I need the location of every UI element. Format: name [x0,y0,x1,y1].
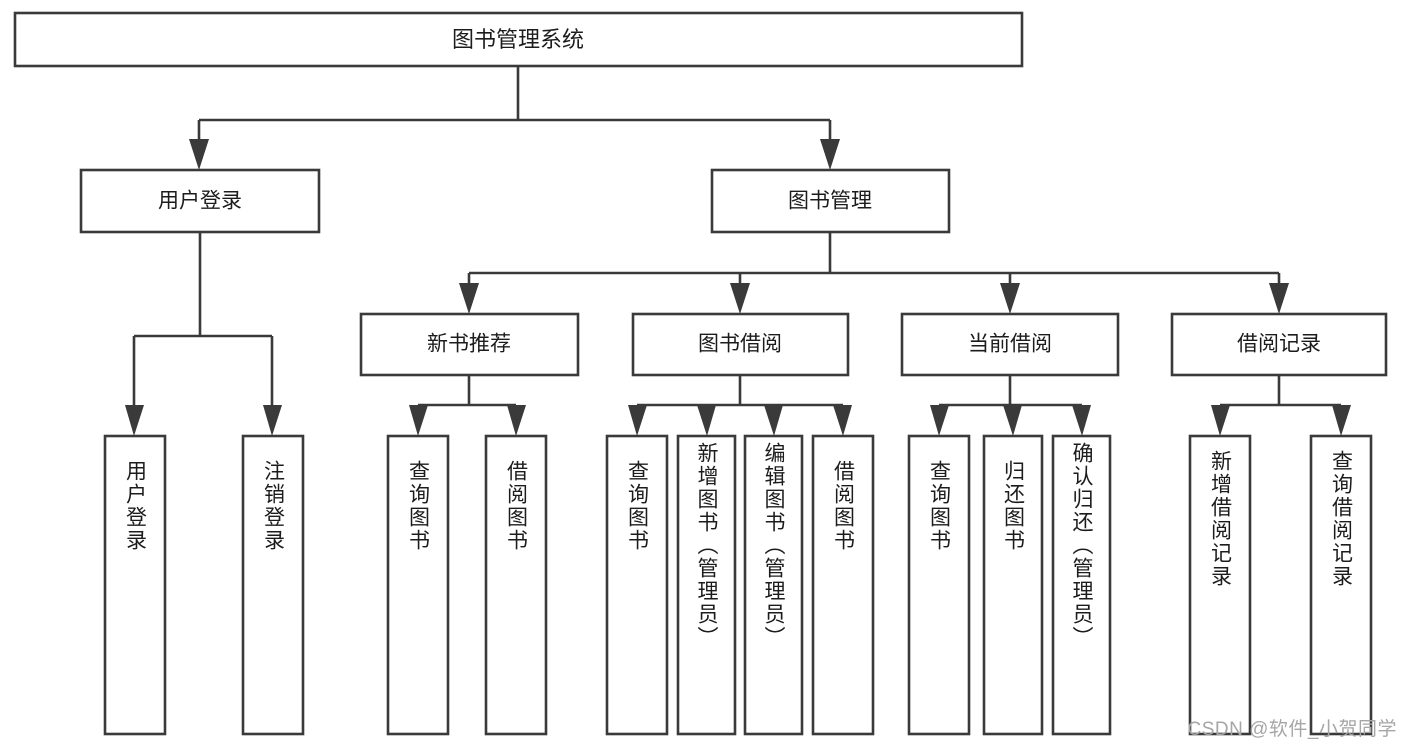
arrow-to-borrow-record [1269,283,1289,314]
node-box-leaf-confirm-return-admin[interactable] [1051,434,1112,736]
node-label-borrow-record: 借阅记录 [1237,333,1321,356]
arrow-to-leaf-user-login [125,405,144,436]
node-box-leaf-add-borrow-record[interactable] [1188,434,1252,736]
arrow-currentborrow-leaf-3 [1072,405,1091,436]
node-box-book-borrow [631,312,850,377]
arrow-to-current-borrow [1000,283,1020,314]
arrow-to-leaf-logout [263,405,282,436]
node-box-leaf-user-login[interactable] [103,434,167,736]
node-label-book-management: 图书管理 [788,190,872,213]
node-box-book-management [710,168,951,234]
node-box-leaf-query-borrow-record[interactable] [1309,434,1373,736]
node-label-book-borrow: 图书借阅 [698,333,782,356]
arrow-bookborrow-leaf-1 [628,405,647,436]
arrow-to-new-book [459,283,479,314]
node-box-leaf-add-book-admin[interactable] [676,434,737,736]
node-book-borrow[interactable]: 图书借阅 [631,312,850,377]
arrow-borrowrecord-leaf-1 [1211,405,1230,436]
node-box-borrow-record [1170,312,1388,377]
arrow-bookborrow-leaf-4 [833,405,852,436]
node-box-leaf-edit-book-admin[interactable] [743,434,804,736]
node-current-borrow[interactable]: 当前借阅 [900,312,1120,377]
arrow-bookborrow-leaf-2 [697,405,716,436]
arrow-borrowrecord-leaf-2 [1332,405,1351,436]
node-box-current-borrow [900,312,1120,377]
node-book-management[interactable]: 图书管理 [710,168,951,234]
arrow-bookborrow-leaf-3 [764,405,783,436]
node-box-leaf-logout[interactable] [241,434,305,736]
node-borrow-record[interactable]: 借阅记录 [1170,312,1388,377]
node-box-leaf-query-book-1[interactable] [386,434,450,736]
arrow-currentborrow-leaf-2 [1003,405,1022,436]
node-box-new-book-recommend [359,312,580,377]
node-box-leaf-borrow-book-2[interactable] [811,434,875,736]
node-root-system[interactable]: 图书管理系统 [13,11,1024,68]
arrow-newbook-leaf-1 [409,405,428,436]
node-label-new-book-recommend: 新书推荐 [427,333,511,356]
arrow-currentborrow-leaf-1 [930,405,949,436]
node-label-root: 图书管理系统 [452,27,584,52]
arrow-root-to-user-login [189,139,209,170]
node-box-leaf-query-book-2[interactable] [605,434,669,736]
arrow-root-to-book-mgmt [820,139,840,170]
node-user-login[interactable]: 用户登录 [79,168,321,234]
node-box-leaf-query-book-3[interactable] [907,434,971,736]
arrow-to-borrow-book [730,283,750,314]
watermark-text: CSDN @软件_小贺同学 [1187,719,1397,740]
node-box-leaf-return-book[interactable] [982,434,1044,736]
node-label-current-borrow: 当前借阅 [968,333,1052,356]
node-label-user-login: 用户登录 [158,190,242,213]
node-box-root [13,11,1024,68]
node-new-book-recommend[interactable]: 新书推荐 [359,312,580,377]
arrow-newbook-leaf-2 [507,405,526,436]
node-box-leaf-borrow-book-1[interactable] [484,434,548,736]
